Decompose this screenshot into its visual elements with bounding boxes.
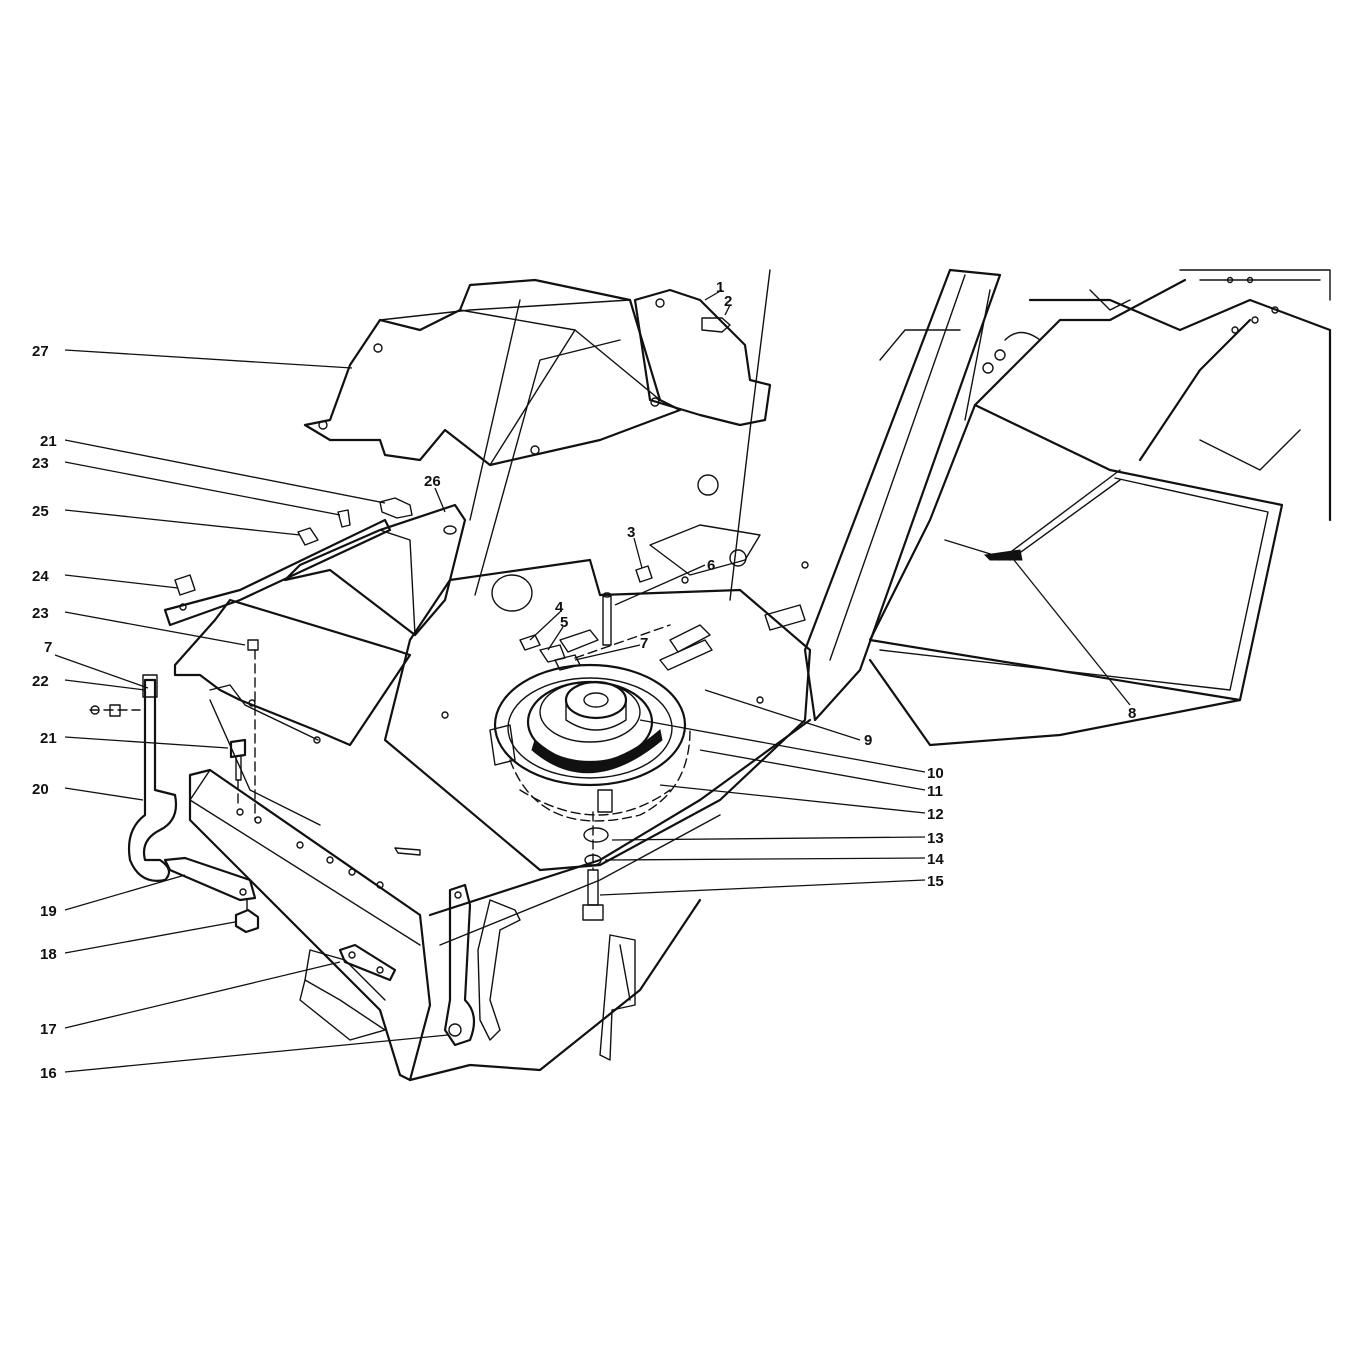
part-1-bracket — [633, 288, 772, 427]
callout-15: 15 — [927, 873, 944, 890]
callout-22: 22 — [32, 673, 49, 690]
parts-3-to-7-hardware — [519, 565, 671, 671]
part-2-bolt — [701, 317, 731, 333]
callout-17: 17 — [40, 1021, 57, 1038]
part-6-pin — [602, 594, 612, 646]
footrest-frame — [868, 269, 1332, 747]
part-27-shroud — [303, 278, 682, 467]
callout-13: 13 — [927, 830, 944, 847]
callout-21-upper: 21 — [40, 433, 57, 450]
clutch-pulley-assembly — [489, 624, 713, 921]
front-frame — [188, 718, 812, 1082]
callout-27: 27 — [32, 343, 49, 360]
callout-7-left: 7 — [44, 639, 52, 656]
rear-body — [469, 269, 1041, 612]
part-19-rod — [163, 856, 257, 902]
callout-2: 2 — [724, 293, 732, 310]
callout-4: 4 — [555, 599, 564, 616]
callout-3: 3 — [627, 524, 635, 541]
callout-24: 24 — [32, 568, 49, 585]
part-25-clip — [297, 527, 319, 546]
callout-8: 8 — [1128, 705, 1136, 722]
part-21-23-hardware-top — [337, 497, 413, 528]
part-17-bracket — [338, 943, 397, 982]
hitch-plate — [599, 934, 636, 1061]
leader-lines — [54, 289, 1131, 1073]
part-18-nut — [234, 899, 260, 934]
callout-16: 16 — [40, 1065, 57, 1082]
callout-11: 11 — [927, 783, 943, 800]
lower-shield — [173, 598, 412, 826]
callout-labels: 1 2 3 4 5 6 7 7 8 9 10 11 12 13 14 15 16… — [32, 279, 1136, 1082]
steering-column — [803, 268, 1002, 722]
callout-7-right: 7 — [640, 635, 648, 652]
callout-20: 20 — [32, 781, 49, 798]
callout-6: 6 — [707, 557, 715, 574]
callout-10: 10 — [927, 765, 944, 782]
callout-1: 1 — [716, 279, 724, 296]
footrest-tread-pad — [983, 549, 1023, 561]
callout-9: 9 — [864, 732, 872, 749]
part-24-plate — [163, 518, 392, 627]
callout-25: 25 — [32, 503, 49, 520]
callout-21-lower: 21 — [40, 730, 57, 747]
deck-plate — [383, 524, 812, 872]
callout-26: 26 — [424, 473, 441, 490]
part-26-bracket — [283, 503, 467, 637]
part-21-bolt-lower — [229, 738, 247, 806]
callout-23-upper: 23 — [32, 455, 49, 472]
part-22-pin — [89, 704, 141, 717]
part-20-link — [127, 674, 178, 882]
callout-18: 18 — [40, 946, 57, 963]
part-16-arm — [443, 883, 521, 1047]
callout-14: 14 — [927, 851, 944, 868]
callout-23-lower: 23 — [32, 605, 49, 622]
callout-5: 5 — [560, 614, 568, 631]
callout-12: 12 — [927, 806, 944, 823]
callout-19: 19 — [40, 903, 57, 920]
